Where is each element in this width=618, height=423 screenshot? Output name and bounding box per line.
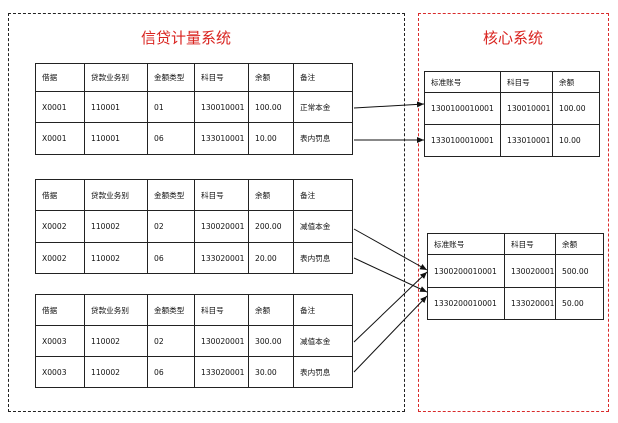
table-cell: 133020001	[194, 356, 249, 388]
table-cell: X0003	[35, 325, 85, 357]
table-row: 1300200010001 130020001 500.00	[427, 254, 604, 288]
table-cell: 110002	[84, 325, 148, 357]
credit-table-1: 借据 贷款业务别 金额类型 科目号 余额 备注 X0001 110001 01 …	[35, 63, 353, 155]
table-cell: 1300200010001	[427, 254, 505, 288]
table-cell: 110001	[84, 91, 148, 123]
credit-system-title: 信贷计量系统	[141, 29, 232, 47]
credit-table-3: 借据 贷款业务别 金额类型 科目号 余额 备注 X0003 110002 02 …	[35, 294, 353, 388]
table-cell: 110002	[84, 356, 148, 388]
header-cell: 借据	[35, 179, 85, 211]
header-cell: 备注	[293, 294, 353, 326]
table-cell: 133010001	[194, 122, 249, 155]
core-system-title: 核心系统	[483, 29, 544, 47]
table-cell: 表内罚息	[293, 356, 353, 388]
table-cell: 06	[147, 122, 195, 155]
table-cell: 100.00	[552, 92, 600, 125]
table-row: X0003 110002 02 130020001 300.00 减值本金	[35, 325, 353, 357]
header-cell: 备注	[293, 179, 353, 211]
header-cell: 金额类型	[147, 294, 195, 326]
table-cell: 表内罚息	[293, 242, 353, 274]
table-cell: 133020001	[194, 242, 249, 274]
arrow-x0002-principal	[353, 228, 428, 271]
table-cell: 1330100010001	[424, 124, 501, 157]
core-table-2: 标准账号 科目号 余额 1300200010001 130020001 500.…	[427, 233, 604, 320]
header-cell: 贷款业务别	[84, 294, 148, 326]
table-cell: 06	[147, 242, 195, 274]
arrow-x0001-principal	[353, 101, 425, 109]
arrow-x0003-penalty	[353, 295, 428, 373]
arrow-x0002-penalty	[353, 257, 428, 293]
header-cell: 余额	[555, 233, 604, 255]
header-cell: 余额	[248, 63, 294, 92]
header-cell: 借据	[35, 294, 85, 326]
table-cell: 130010001	[194, 91, 249, 123]
table-cell: X0001	[35, 122, 85, 155]
header-cell: 贷款业务别	[84, 63, 148, 92]
table-cell: 30.00	[248, 356, 294, 388]
table-cell: 133020001	[504, 287, 556, 320]
core-table-1: 标准账号 科目号 余额 1300100010001 130010001 100.…	[424, 71, 600, 157]
header-cell: 贷款业务别	[84, 179, 148, 211]
table-row: X0002 110002 06 133020001 20.00 表内罚息	[35, 242, 353, 274]
header-cell: 余额	[248, 179, 294, 211]
table-cell: 50.00	[555, 287, 604, 320]
table-cell: 表内罚息	[293, 122, 353, 155]
table-cell: 130020001	[504, 254, 556, 288]
table-row: X0001 110001 06 133010001 10.00 表内罚息	[35, 122, 353, 155]
table-cell: 减值本金	[293, 210, 353, 243]
table-cell: X0003	[35, 356, 85, 388]
table-cell: 减值本金	[293, 325, 353, 357]
table-cell: 110002	[84, 242, 148, 274]
table-row: X0003 110002 06 133020001 30.00 表内罚息	[35, 356, 353, 388]
header-cell: 备注	[293, 63, 353, 92]
table-cell: 500.00	[555, 254, 604, 288]
table-cell: 06	[147, 356, 195, 388]
header-cell: 金额类型	[147, 63, 195, 92]
credit-table-2: 借据 贷款业务别 金额类型 科目号 余额 备注 X0002 110002 02 …	[35, 179, 353, 274]
table-row: 1330200010001 133020001 50.00	[427, 287, 604, 320]
table-row: 1330100010001 133010001 10.00	[424, 124, 600, 157]
table-cell: 300.00	[248, 325, 294, 357]
header-cell: 科目号	[194, 63, 249, 92]
arrow-x0003-principal	[353, 271, 428, 343]
credit-system-frame	[8, 13, 405, 412]
header-cell: 金额类型	[147, 179, 195, 211]
table-cell: 20.00	[248, 242, 294, 274]
table-cell: 10.00	[552, 124, 600, 157]
core-system-frame	[418, 13, 609, 412]
table-cell: 130010001	[500, 92, 553, 125]
table-cell: 133010001	[500, 124, 553, 157]
